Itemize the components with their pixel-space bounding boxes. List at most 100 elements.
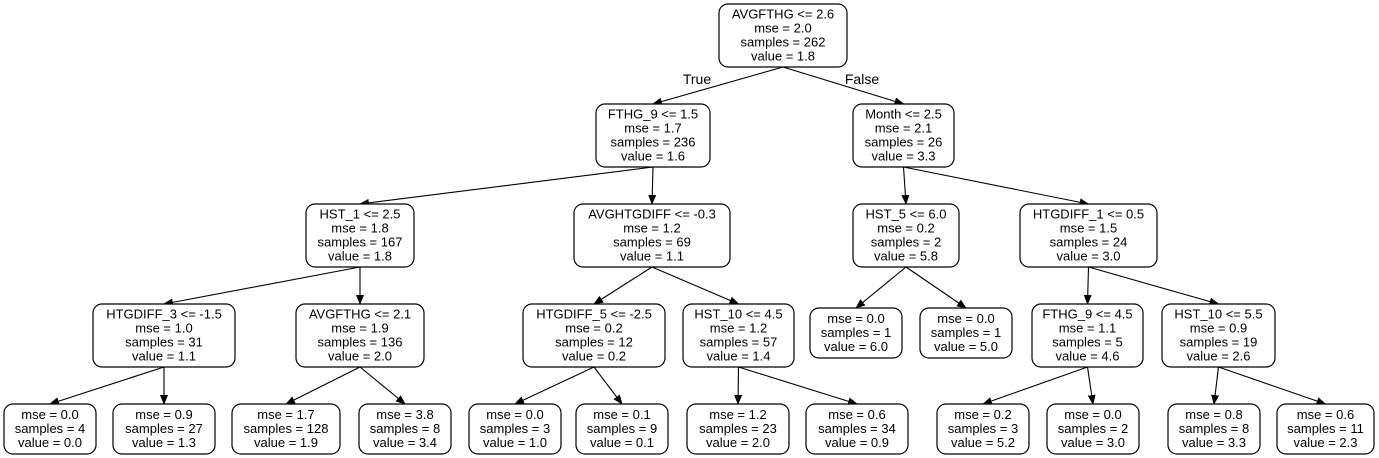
- node-stat-text: samples = 27: [125, 421, 203, 436]
- node-stat-text: mse = 0.0: [937, 311, 994, 326]
- node-stat-text: mse = 0.2: [877, 221, 934, 236]
- node-stat-text: mse = 0.1: [593, 407, 650, 422]
- edge-label-true: True: [683, 71, 711, 87]
- edge-n0-n16: [782, 66, 905, 106]
- node-box: [1161, 303, 1276, 368]
- node-condition-text: HST_5 <= 6.0: [866, 207, 947, 222]
- node-condition-text: HST_1 <= 2.5: [320, 207, 401, 222]
- node-condition-text: HTGDIFF_3 <= -1.5: [106, 307, 222, 322]
- edges-layer: [49, 66, 1327, 406]
- node-box: [805, 403, 909, 455]
- node-stat-text: samples = 4: [15, 421, 85, 436]
- edge-n20-n21: [1083, 266, 1092, 305]
- edge-n21-n22: [982, 366, 1088, 405]
- node-stat-text: samples = 12: [555, 335, 633, 350]
- edge-n9-n13: [651, 266, 740, 305]
- node-stat-text: samples = 1: [931, 325, 1001, 340]
- edge-n0-n1: [652, 66, 784, 106]
- node-stat-text: value = 5.2: [951, 435, 1015, 450]
- node-box: [809, 307, 903, 359]
- node-box: [573, 203, 731, 268]
- node-stat-text: mse = 1.8: [331, 221, 388, 236]
- edge-n24-n26: [1218, 366, 1327, 405]
- node-stat-text: value = 3.3: [872, 149, 936, 164]
- node-stat-text: samples = 23: [699, 421, 777, 436]
- node-stat-text: value = 1.0: [483, 435, 547, 450]
- node-box: [1276, 403, 1375, 455]
- node-box: [3, 403, 97, 455]
- node-stat-text: samples = 24: [1050, 235, 1128, 250]
- node-stat-text: value = 1.8: [328, 249, 392, 264]
- edge-labels-layer: True False: [683, 71, 879, 87]
- edge-n3-n4: [49, 366, 165, 406]
- node-stat-text: mse = 1.0: [135, 321, 192, 336]
- node-stat-text: mse = 0.8: [1185, 407, 1242, 422]
- node-stat-text: mse = 2.0: [754, 21, 811, 36]
- edge-n16-n17: [901, 166, 910, 205]
- edge-n17-n19: [905, 266, 967, 309]
- node-stat-text: samples = 26: [865, 135, 943, 150]
- node-stat-text: value = 1.1: [620, 249, 684, 264]
- node-condition-text: HTGDIFF_5 <= -2.5: [536, 307, 652, 322]
- node-box: [305, 203, 415, 268]
- node-stat-text: mse = 0.2: [954, 407, 1011, 422]
- node-stat-text: mse = 1.7: [624, 121, 681, 136]
- node-box: [852, 203, 960, 268]
- node-stat-text: samples = 128: [244, 421, 329, 436]
- node-stat-text: value = 2.3: [1294, 435, 1358, 450]
- node-stat-text: mse = 0.6: [1297, 407, 1354, 422]
- node-box: [852, 103, 955, 168]
- node-stat-text: mse = 0.6: [828, 407, 885, 422]
- edge-n21-n23: [1086, 366, 1096, 405]
- edge-n13-n14: [734, 366, 743, 405]
- edge-n1-n9: [648, 166, 657, 205]
- node-stat-text: samples = 69: [613, 235, 691, 250]
- node-stat-text: value = 5.0: [934, 339, 998, 354]
- node-stat-text: mse = 2.1: [875, 121, 932, 136]
- node-stat-text: value = 1.1: [132, 349, 196, 364]
- node-stat-text: samples = 5: [1052, 335, 1122, 350]
- node-condition-text: AVGHTGDIFF <= -0.3: [588, 207, 716, 222]
- node-box: [358, 403, 452, 455]
- node-stat-text: samples = 31: [125, 335, 203, 350]
- node-stat-text: samples = 3: [480, 421, 550, 436]
- node-condition-text: AVGFTHG <= 2.1: [309, 307, 411, 322]
- node-box: [686, 403, 790, 455]
- node-stat-text: value = 2.6: [1187, 349, 1251, 364]
- node-stat-text: mse = 1.1: [1059, 321, 1116, 336]
- node-stat-text: mse = 0.0: [1064, 407, 1121, 422]
- node-box: [92, 303, 236, 368]
- node-box: [595, 103, 711, 168]
- edge-n2-n3: [163, 266, 361, 307]
- node-box: [936, 403, 1030, 455]
- edge-label-false: False: [845, 71, 879, 87]
- node-stat-text: mse = 0.2: [565, 321, 622, 336]
- node-stat-text: value = 3.0: [1061, 435, 1125, 450]
- node-stat-text: samples = 8: [370, 421, 440, 436]
- node-stat-text: value = 4.6: [1056, 349, 1120, 364]
- node-stat-text: value = 2.0: [328, 349, 392, 364]
- node-stat-text: samples = 262: [741, 35, 826, 50]
- node-condition-text: FTHG_9 <= 4.5: [1042, 307, 1132, 322]
- node-box: [468, 403, 562, 455]
- node-box: [112, 403, 216, 455]
- node-stat-text: value = 6.0: [824, 339, 888, 354]
- node-stat-text: mse = 1.9: [331, 321, 388, 336]
- edge-n1-n2: [359, 166, 654, 207]
